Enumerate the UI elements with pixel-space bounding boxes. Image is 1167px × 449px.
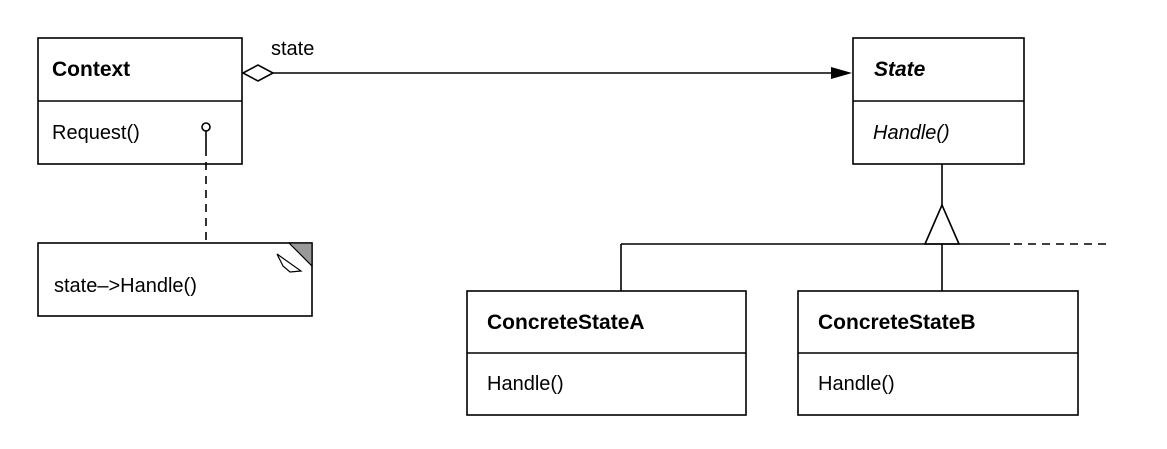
inheritance-tree [620, 164, 1108, 291]
state-class-name: State [874, 58, 926, 81]
association-arrowhead-icon [831, 67, 852, 79]
concrete-state-a-handle-operation: Handle() [487, 373, 564, 395]
concrete-state-a-class: ConcreteStateA Handle() [466, 290, 747, 416]
context-class-name: Context [52, 58, 130, 81]
state-association: state [241, 38, 852, 82]
code-note: state–>Handle() [37, 242, 313, 317]
association-role-label: state [271, 38, 314, 60]
code-note-box [37, 242, 313, 317]
note-dog-ear-icon [287, 242, 313, 268]
concrete-state-b-class: ConcreteStateB Handle() [797, 290, 1079, 416]
note-connector [201, 122, 211, 242]
code-note-text: state–>Handle() [54, 275, 197, 297]
concrete-state-b-name: ConcreteStateB [818, 311, 976, 334]
context-class: Context Request() [37, 37, 243, 165]
state-handle-operation: Handle() [873, 122, 950, 144]
aggregation-diamond-icon [241, 64, 275, 82]
state-class: State Handle() [852, 37, 1025, 165]
note-anchor-circle [201, 122, 211, 132]
note-folded-corner-icon [276, 253, 303, 273]
generalization-triangle-icon [923, 202, 961, 245]
concrete-state-a-name: ConcreteStateA [487, 311, 645, 334]
context-request-operation: Request() [52, 122, 140, 144]
concrete-state-b-handle-operation: Handle() [818, 373, 895, 395]
